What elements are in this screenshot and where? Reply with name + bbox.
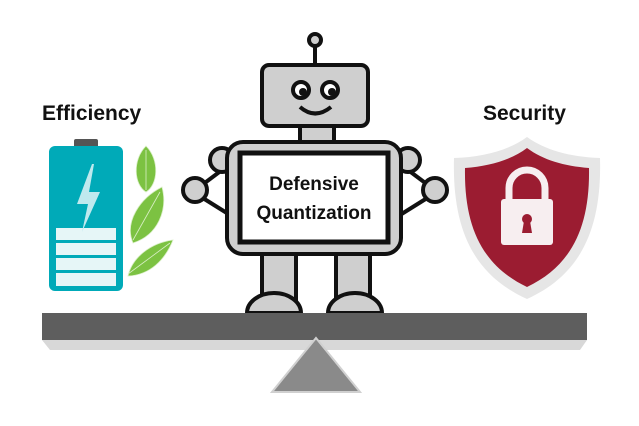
robot-figure <box>181 32 449 315</box>
padlock-icon <box>501 166 553 245</box>
antenna-icon <box>307 32 323 48</box>
lightning-bolt-icon <box>77 164 100 232</box>
robot-head <box>260 63 370 128</box>
balance-scale <box>42 313 587 393</box>
shield-icon <box>453 137 601 299</box>
leaves-icon <box>127 145 174 277</box>
fulcrum <box>269 336 363 393</box>
balance-beam <box>42 313 587 340</box>
security-label: Security <box>483 102 566 125</box>
battery-icon <box>49 139 123 291</box>
robot-screen-title-line2: Quantization <box>256 203 371 224</box>
efficiency-label: Efficiency <box>42 102 142 125</box>
robot-screen <box>237 150 391 245</box>
robot-screen-title-line1: Defensive <box>269 174 359 195</box>
